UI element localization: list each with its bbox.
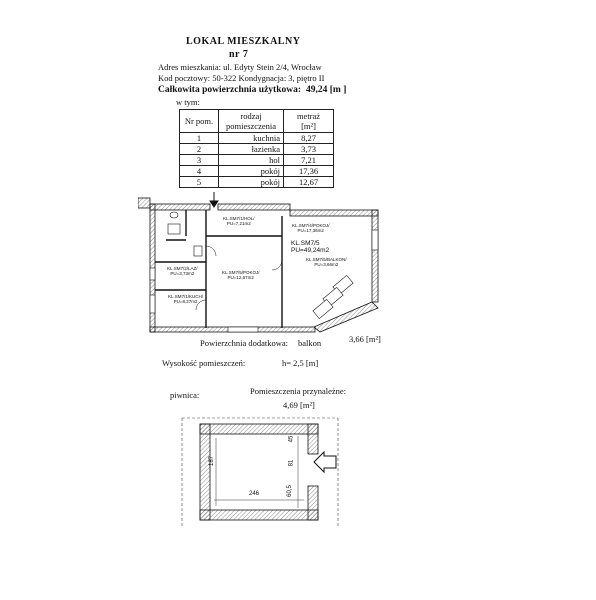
cellar-dim-c: 60,5: [286, 485, 293, 497]
row-nr: 1: [179, 132, 219, 144]
floor-plan: [138, 192, 379, 333]
room4-label-line2: PU=17,36m2: [297, 228, 324, 233]
row-area: 17,36: [283, 165, 334, 177]
row-name: pokój: [218, 165, 284, 177]
bathroom-label-line1: KL.SM7/2/LAZ/: [167, 266, 198, 271]
height-value: h= 2,5 [m]: [282, 358, 319, 368]
room4-label: KL.SM7/4/POKOJ/ PU=17,36m2: [292, 223, 330, 233]
height-label: Wysokość pomieszczeń:: [162, 358, 246, 368]
col-area-header: metraż [m²]: [283, 109, 334, 133]
row-area: 7,21: [283, 154, 334, 166]
row-area: 12,67: [283, 176, 334, 188]
row-name: łazienka: [218, 143, 284, 155]
cellar-dimension-lines: [214, 436, 304, 508]
col-area-header-line2: [m²]: [301, 121, 316, 131]
bathroom-label-line2: PU=3,73m2: [170, 271, 195, 276]
table-row: 4 pokój 17,36: [179, 165, 334, 177]
windows: [149, 229, 379, 333]
w-tym-label: w tym:: [176, 97, 200, 107]
col-type-header-line2: pomieszczenia: [225, 121, 277, 131]
row-name: pokój: [218, 176, 284, 188]
rooms-table: Nr pom. rodzaj pomieszczenia metraż [m²]…: [179, 109, 334, 188]
kitchen-label: KL.SM7/1/KUCH/ PU=8,27m2: [168, 294, 203, 304]
accessory-area-value: 4,69 [m²]: [283, 400, 315, 410]
cellar-dim-a: 45: [288, 435, 295, 443]
col-type-header-line1: rodzaj: [240, 111, 262, 121]
cellar-door-arrow: [313, 450, 337, 474]
cellar-label: piwnica:: [170, 390, 200, 400]
balcony-outline: [313, 301, 379, 333]
address-line: Adres mieszkania: ul. Edyty Stein 2/4, W…: [158, 62, 322, 72]
col-type-header: rodzaj pomieszczenia: [218, 109, 284, 133]
row-nr: 3: [179, 154, 219, 166]
room5-label: KL.SM7/5/POKOJ/ PU=12,67m2: [222, 270, 260, 280]
entry-arrow: [209, 192, 219, 208]
table-row: 3 hol 7,21: [179, 154, 334, 166]
col-nr-header: Nr pom.: [179, 109, 219, 133]
cellar-dim-height: 187: [209, 455, 216, 467]
room5-label-line1: KL.SM7/5/POKOJ/: [222, 270, 260, 275]
cellar-dashed-boundary: [181, 417, 339, 526]
col-area-header-line1: metraż: [296, 111, 321, 121]
cellar-dim-b: 81: [288, 459, 295, 467]
unit-number: nr 7: [229, 49, 249, 60]
cellar-dim-width: 246: [249, 491, 260, 497]
balcony-label-line1: KL.SM7/5/BALKON/: [306, 257, 347, 262]
row-name: hol: [218, 154, 284, 166]
table-row: 1 kuchnia 8,27: [179, 132, 334, 144]
total-area-label: Całkowita powierzchnia użytkowa:: [158, 85, 302, 95]
row-area: 3,73: [283, 143, 334, 155]
document-title: LOKAL MIESZKALNY: [186, 36, 301, 47]
room4-label-line1: KL.SM7/4/POKOJ/: [292, 223, 330, 228]
total-area-value: 49,24 [m ]: [306, 85, 347, 95]
cellar-walls: [199, 423, 319, 521]
hall-label-line2: PU=7,21m2: [226, 221, 251, 226]
row-area: 8,27: [283, 132, 334, 144]
unit-label: KL.SM7/5 PU=49,24m2: [291, 240, 329, 254]
kitchen-label-line2: PU=8,27m2: [173, 299, 198, 304]
hall-label: KL.SM7/1/HOL/ PU=7,21m2: [223, 216, 255, 226]
kitchen-label-line1: KL.SM7/1/KUCH/: [168, 294, 204, 299]
bathroom-fixtures: [167, 211, 203, 257]
room5-label-line2: PU=12,67m2: [227, 275, 254, 280]
row-nr: 5: [179, 176, 219, 188]
row-nr: 2: [179, 143, 219, 155]
table-row: 2 łazienka 3,73: [179, 143, 334, 155]
balcony-word: balkon: [298, 338, 322, 348]
accessory-label: Pomieszczenia przynależne:: [250, 386, 347, 396]
inner-walls: [155, 210, 283, 328]
additional-area-label: Powierzchnia dodatkowa:: [200, 338, 289, 348]
balcony-label-line2: PU=3,66m2: [314, 262, 339, 267]
table-header-row: Nr pom. rodzaj pomieszczenia metraż [m²]: [179, 109, 334, 133]
row-nr: 4: [179, 165, 219, 177]
bathroom-label: KL.SM7/2/LAZ/ PU=3,73m2: [167, 266, 198, 276]
unit-label-line2: PU=49,24m2: [291, 247, 330, 254]
unit-label-line1: KL.SM7/5: [291, 240, 320, 247]
cellar-plan: [181, 417, 339, 526]
balcony-area-value: 3,66 [m²]: [349, 334, 381, 344]
row-name: kuchnia: [218, 132, 284, 144]
door-arcs: [195, 245, 283, 311]
balcony-steps: [312, 274, 354, 320]
hall-label-line1: KL.SM7/1/HOL/: [223, 216, 255, 221]
table-row: 5 pokój 12,67: [179, 176, 334, 188]
balcony-label: KL.SM7/5/BALKON/ PU=3,66m2: [306, 257, 347, 267]
postal-line: Kod pocztowy: 50-322 Kondygnacja: 3, pię…: [158, 73, 325, 83]
